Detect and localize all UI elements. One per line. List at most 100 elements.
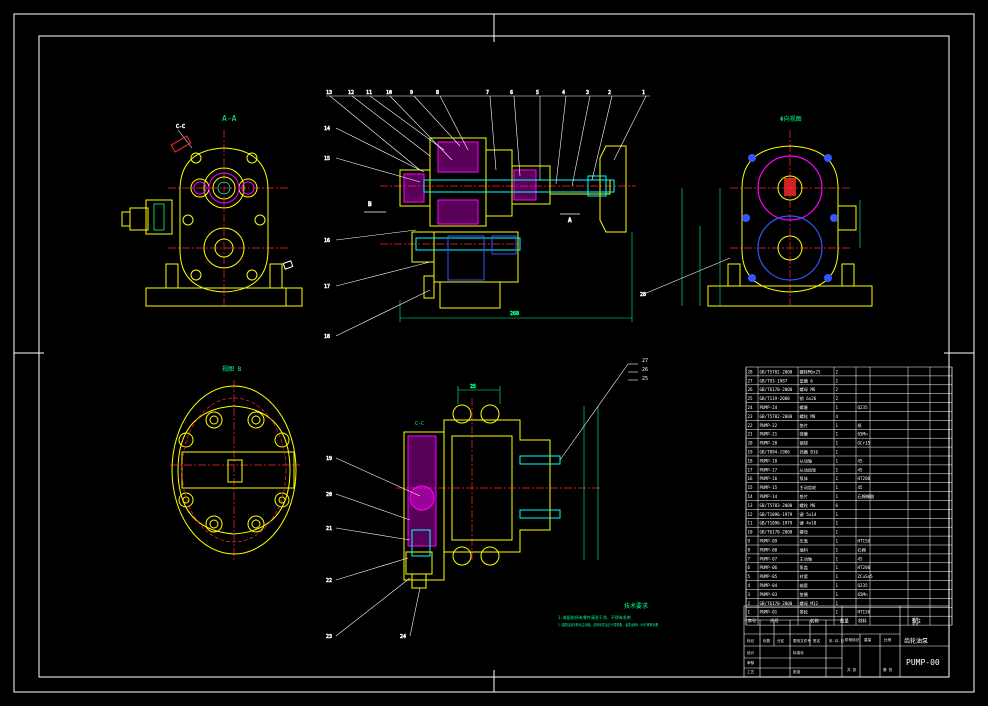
title-block-label: 共 张 <box>847 667 857 672</box>
note-line-1: 1.装配前所有零件清洗干净，不得有毛刺 <box>558 614 631 620</box>
bottom-left-view-b: 视图 B <box>170 365 300 560</box>
bom-header-unit: 单件 <box>912 617 919 622</box>
callout-23: 23 <box>326 634 332 640</box>
title-block-labels: 标记处数分区更改文件号签名年.月.日设计标准化审核工艺批准阶段标记重量比例共 张… <box>747 637 893 674</box>
bom-code: PUMP-24 <box>760 405 778 410</box>
bom-code: PUMP-16 <box>760 476 778 481</box>
bom-item-number: 19 <box>748 450 754 455</box>
bom-material: Q235 <box>858 583 869 588</box>
bom-quantity: 1 <box>836 521 839 526</box>
bom-header-cell: 材料 <box>858 618 867 625</box>
bom-name: 压盖 <box>800 538 808 545</box>
title-block-label: 审核 <box>747 660 755 665</box>
bom-material: 65Mn <box>858 592 869 597</box>
callout-28: 28 <box>640 292 646 298</box>
bom-quantity: 4 <box>836 414 839 419</box>
bom-name: 键 5x14 <box>800 511 817 518</box>
callout-11: 11 <box>366 90 372 96</box>
bom-quantity: 1 <box>836 458 839 463</box>
callout-19: 19 <box>326 456 332 462</box>
callout-26: 26 <box>642 367 648 373</box>
bom-code: GB/T119-2000 <box>760 396 791 401</box>
bom-quantity: 1 <box>836 476 839 481</box>
bom-quantity: 1 <box>836 494 839 499</box>
bom-item-number: 23 <box>748 414 754 419</box>
bom-quantity: 2 <box>836 369 839 374</box>
bom-material: 45 <box>858 485 864 490</box>
title-block-label: 签名 <box>813 638 821 643</box>
bom-code: GB/T1096-1979 <box>760 521 793 526</box>
bom-material: GCr15 <box>858 441 871 446</box>
bom-code: GB/T5782-2000 <box>760 369 793 374</box>
section-mark-a: A <box>568 217 572 224</box>
bom-quantity: 2 <box>836 396 839 401</box>
bom-name: 泵体 <box>800 475 809 482</box>
bom-item-number: 13 <box>748 503 754 508</box>
bom-code: GB/T6170-2000 <box>760 530 793 535</box>
right-end-view: Φ向视图 <box>640 115 873 307</box>
bom-name: 垫圈 <box>800 591 808 598</box>
callout-25: 25 <box>642 376 648 382</box>
bom-quantity: 1 <box>836 565 839 570</box>
bom-code: PUMP-22 <box>760 423 778 428</box>
callout-21: 21 <box>326 526 332 532</box>
bom-quantity: 1 <box>836 574 839 579</box>
bom-header-total: 总计 <box>912 621 919 626</box>
bom-item-number: 18 <box>748 458 754 463</box>
bom-header-cell: 数量 <box>840 618 849 625</box>
bom-name: 垫片 <box>800 493 808 500</box>
callout-8: 8 <box>436 90 439 96</box>
bom-code: PUMP-06 <box>760 565 778 570</box>
bom-quantity: 1 <box>836 450 839 455</box>
bom-quantity: 1 <box>836 583 839 588</box>
title-block-label: 比例 <box>884 637 892 642</box>
bom-name: 挡圈 B16 <box>800 449 819 456</box>
bom-item-number: 21 <box>748 432 754 437</box>
centering-marks <box>14 14 974 692</box>
bom-name: 垫片 <box>800 422 808 429</box>
bom-name: 带轮 <box>800 609 809 616</box>
bom-name: 泵盖 <box>800 564 808 570</box>
bom-quantity: 1 <box>836 432 839 437</box>
bom-name: 螺栓 M8 <box>800 413 816 420</box>
bom-item-number: 6 <box>748 565 751 570</box>
bom-quantity: 1 <box>836 592 839 597</box>
bom-quantity: 1 <box>836 441 839 446</box>
bom-quantity: 1 <box>836 423 839 428</box>
title-block-label: 批准 <box>793 669 801 674</box>
bom-item-number: 24 <box>748 405 754 410</box>
view-title-bottom-center: C-C <box>415 421 424 427</box>
bom-code: PUMP-08 <box>760 547 778 552</box>
bom-header-cell: 序号 <box>748 618 757 625</box>
bom-quantity: 1 <box>836 467 839 472</box>
section-mark-b: B <box>368 201 372 208</box>
bom-material: HT150 <box>858 539 871 544</box>
bom-item-number: 11 <box>748 521 754 526</box>
bom-item-number: 20 <box>748 441 754 446</box>
outer-frame <box>13 13 975 693</box>
title-block-label: 标准化 <box>793 650 804 655</box>
title-block-label: 更改文件号 <box>793 638 811 643</box>
bom-code: PUMP-21 <box>760 432 778 437</box>
bom-code: GB/T93-1987 <box>760 378 788 383</box>
bom-code: PUMP-01 <box>760 610 778 615</box>
bom-code: PUMP-17 <box>760 467 778 472</box>
bom-code: PUMP-20 <box>760 441 778 446</box>
bom-name: 从动轴 <box>800 457 813 464</box>
note-line-2: 2.装配后用手转动主动轴，应转动灵活无卡滞现象，油泵运转0.5h不得有渗漏 <box>558 622 658 627</box>
